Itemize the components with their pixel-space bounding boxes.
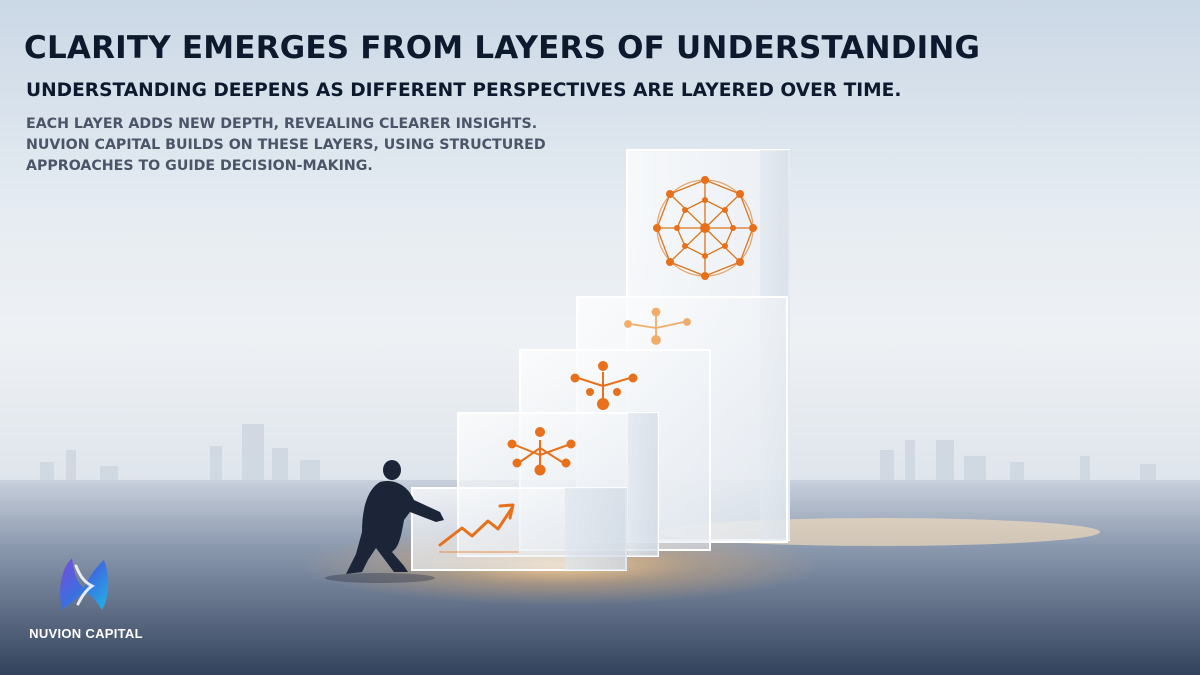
subheadline: UNDERSTANDING DEEPENS AS DIFFERENT PERSP… — [26, 80, 902, 101]
kneeling-person-silhouette — [346, 460, 444, 574]
body-line: NUVION CAPITAL BUILDS ON THESE LAYERS, U… — [26, 137, 546, 153]
branching-tree-icon-2 — [570, 361, 638, 410]
body-line: EACH LAYER ADDS NEW DEPTH, REVEALING CLE… — [26, 116, 538, 132]
brand-block: NUVION CAPITAL — [22, 550, 162, 650]
person-shadow — [325, 573, 435, 583]
headline: CLARITY EMERGES FROM LAYERS OF UNDERSTAN… — [24, 30, 981, 66]
branching-tree-icon-3 — [624, 307, 691, 345]
branching-tree-icon-1 — [507, 427, 576, 476]
growth-chart-icon — [438, 503, 519, 553]
nuvion-capital-logo-icon — [60, 558, 109, 610]
network-globe-icon — [653, 176, 757, 280]
city-skyline — [40, 424, 1156, 484]
body-line: APPROACHES TO GUIDE DECISION-MAKING. — [26, 158, 373, 174]
brand-name: NUVION CAPITAL — [29, 626, 143, 641]
body-copy: EACH LAYER ADDS NEW DEPTH, REVEALING CLE… — [26, 114, 546, 177]
